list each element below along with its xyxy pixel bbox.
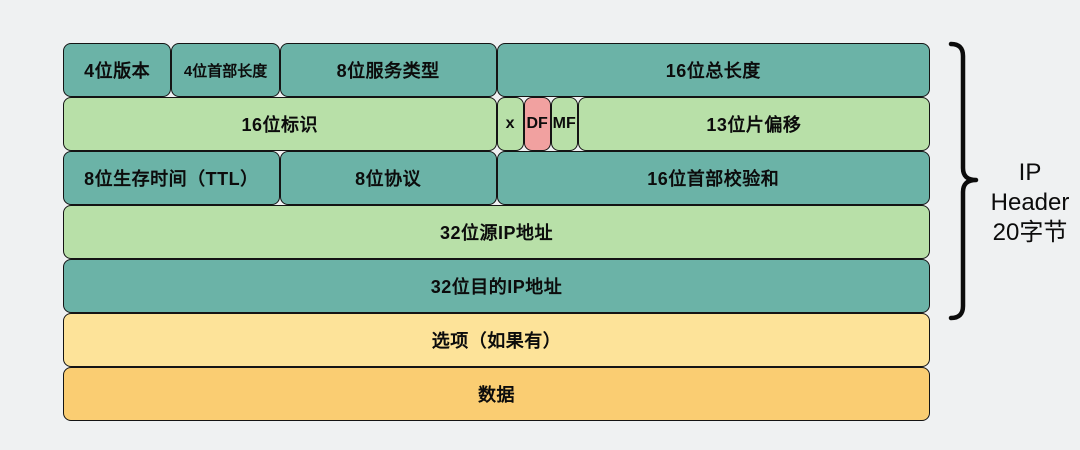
field-header-length: 4位首部长度 [171,43,280,97]
field-flag-reserved: x [496,97,524,151]
field-row: 32位源IP地址 [63,205,930,259]
field-service-type: 8位服务类型 [279,43,497,97]
brace-label-line-3: 20字节 [992,219,1068,246]
brace-icon [948,41,979,321]
brace-label-line-1: IP [1018,159,1042,186]
field-options: 选项（如果有） [63,313,930,367]
field-data: 数据 [63,367,930,421]
field-flag-mf: MF [550,97,578,151]
field-row: 选项（如果有） [63,313,930,367]
field-flag-df: DF [523,97,551,151]
field-version: 4位版本 [63,43,172,97]
field-header-checksum: 16位首部校验和 [496,151,930,205]
field-identification: 16位标识 [63,97,497,151]
brace-label: IP Header 20字节 [978,158,1080,248]
field-protocol: 8位协议 [279,151,497,205]
field-destination-ip: 32位目的IP地址 [63,259,930,313]
field-ttl: 8位生存时间（TTL） [63,151,280,205]
brace-label-line-2: Header [990,189,1070,216]
field-row: 32位目的IP地址 [63,259,930,313]
field-source-ip: 32位源IP地址 [63,205,930,259]
field-row: 数据 [63,367,930,421]
field-total-length: 16位总长度 [496,43,930,97]
field-fragment-offset: 13位片偏移 [577,97,930,151]
